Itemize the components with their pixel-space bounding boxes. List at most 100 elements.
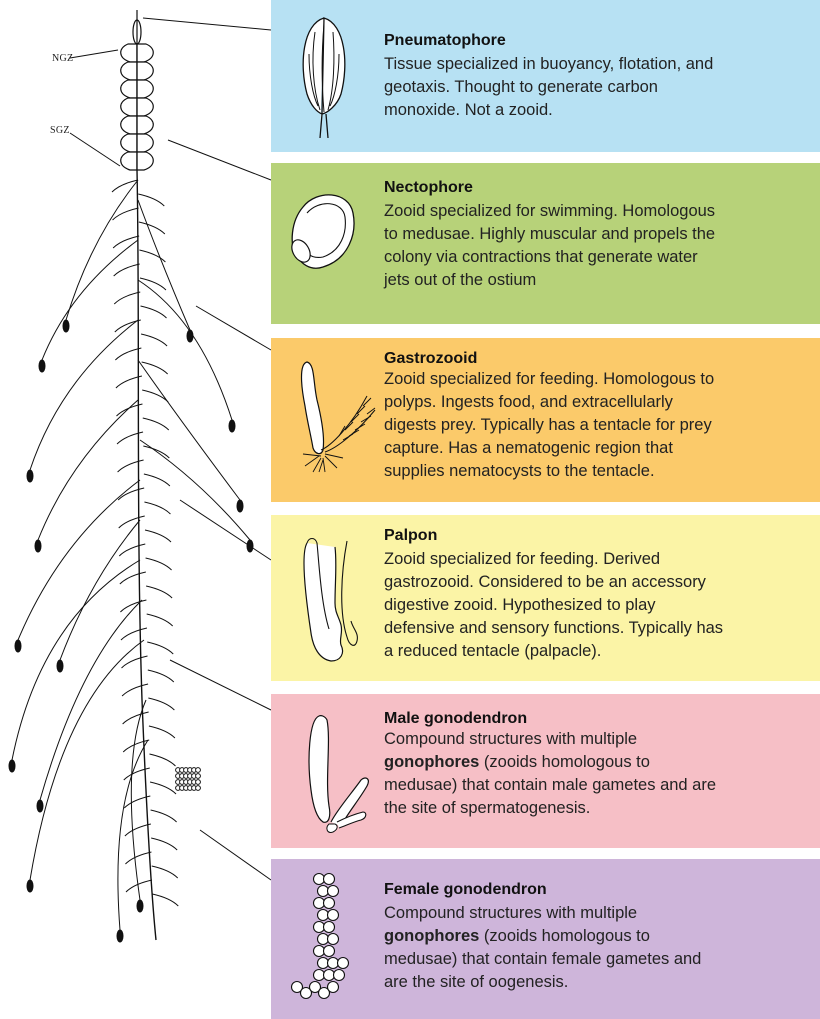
gonophores-term: gonophores xyxy=(384,753,479,771)
description-line: Zooid specialized for feeding. Derived xyxy=(384,548,820,571)
description-line: digests prey. Typically has a tentacle f… xyxy=(384,414,820,437)
colony-zooid xyxy=(148,698,174,710)
sgz-label: SGZ xyxy=(50,125,70,136)
colony-gonophore xyxy=(196,780,201,785)
description-line: polyps. Ingests food, and extracellularl… xyxy=(384,391,820,414)
colony-tentacle-tip xyxy=(15,640,21,652)
description-line: Compound structures with multiple xyxy=(384,728,820,751)
female-gonodendron-panel: Female gonodendron Compound structures w… xyxy=(271,859,820,1019)
gastrozooid-panel: Gastrozooid Zooid specialized for feedin… xyxy=(271,338,820,502)
leader-line xyxy=(70,50,118,58)
colony-nectophore xyxy=(121,152,137,170)
colony-nectophore xyxy=(121,62,137,80)
colony-zooid xyxy=(152,866,178,878)
colony-zooid xyxy=(151,810,177,822)
colony-gonophore xyxy=(196,774,201,779)
colony-branches xyxy=(9,180,253,942)
colony-branch xyxy=(138,200,190,330)
description-line: to medusae. Highly muscular and propels … xyxy=(384,223,820,246)
description-line: Zooid specialized for feeding. Homologou… xyxy=(384,368,820,391)
palpon-description: Zooid specialized for feeding. Derived g… xyxy=(384,548,820,663)
colony-nectophore xyxy=(137,98,153,116)
colony-tentacle-tip xyxy=(63,320,69,332)
gonophore-bud xyxy=(318,910,329,921)
colony-zooid xyxy=(118,460,144,472)
colony-zooid xyxy=(114,264,140,276)
colony-zooid xyxy=(147,614,173,626)
description-line: a reduced tentacle (palpacle). xyxy=(384,640,820,663)
colony-zooid xyxy=(120,600,146,612)
male-gonodendron-description: Compound structures with multiple gonoph… xyxy=(384,728,820,820)
colony-zooid xyxy=(125,824,151,836)
description-line: geotaxis. Thought to generate carbon xyxy=(384,76,820,99)
description-line: are the site of oogenesis. xyxy=(384,971,820,994)
colony-zooid xyxy=(148,670,174,682)
colony-zooid xyxy=(139,222,165,234)
male-gonodendron-title: Male gonodendron xyxy=(384,709,820,728)
colony-branch xyxy=(38,400,138,540)
gonophore-bud xyxy=(324,970,335,981)
colony-tentacle-tip xyxy=(37,800,43,812)
colony-tentacle-tip xyxy=(27,880,33,892)
gonophore-bud xyxy=(314,922,325,933)
colony-tentacle-tip xyxy=(39,360,45,372)
colony-nectophore xyxy=(137,116,153,134)
colony-nectophore xyxy=(121,134,137,152)
colony-zooid xyxy=(142,362,168,374)
gastrozooid-description: Zooid specialized for feeding. Homologou… xyxy=(384,368,820,483)
description-line: monoxide. Not a zooid. xyxy=(384,99,820,122)
palpon-panel: Palpon Zooid specialized for feeding. De… xyxy=(271,515,820,681)
leader-line xyxy=(168,140,271,180)
gastrozooid-title: Gastrozooid xyxy=(384,349,820,368)
colony-zooid xyxy=(146,558,172,570)
male-gonodendron-panel: Male gonodendron Compound structures wit… xyxy=(271,694,820,848)
colony-nectophore xyxy=(137,44,153,62)
palpon-icon xyxy=(295,533,375,667)
colony-zooid xyxy=(121,628,147,640)
colony-zooid xyxy=(151,838,177,850)
pneumatophore-panel: Pneumatophore Tissue specialized in buoy… xyxy=(271,0,820,152)
colony-zooid xyxy=(138,194,164,206)
colony-zooid xyxy=(123,712,149,724)
colony-zooid xyxy=(150,782,176,794)
gonophore-bud xyxy=(328,886,339,897)
leader-lines xyxy=(70,18,271,880)
colony-tentacle-tip xyxy=(57,660,63,672)
colony-nectophore xyxy=(137,62,153,80)
colony-gonophore xyxy=(196,786,201,791)
gastrozooid-icon xyxy=(291,356,383,476)
description-line: capture. Has a nematogenic region that xyxy=(384,437,820,460)
colony-zooid xyxy=(152,894,178,906)
leader-line xyxy=(143,18,271,30)
colony-nectophore xyxy=(121,98,137,116)
colony-nectophore xyxy=(121,80,137,98)
gonophore-bud xyxy=(324,922,335,933)
colony-nectophore xyxy=(137,152,153,170)
colony-zooid xyxy=(147,642,173,654)
leader-line xyxy=(200,830,271,880)
colony-zooid xyxy=(144,474,170,486)
colony-tentacle-tip xyxy=(137,900,143,912)
gonophore-bud xyxy=(328,910,339,921)
colony-zooid xyxy=(125,852,151,864)
leader-line xyxy=(70,133,120,166)
colony-gonophore xyxy=(196,768,201,773)
colony-zooid xyxy=(114,292,140,304)
nectophore-title: Nectophore xyxy=(384,178,820,197)
colony-tentacle-tip xyxy=(229,420,235,432)
colony-zooid xyxy=(149,754,175,766)
pneumatophore-description: Tissue specialized in buoyancy, flotatio… xyxy=(384,53,820,122)
colony-nectophore xyxy=(121,44,137,62)
colony-zooid xyxy=(145,530,171,542)
ngz-label: NGZ xyxy=(52,53,73,64)
colony-branch xyxy=(40,600,142,800)
colony-zooid xyxy=(122,656,148,668)
colony-tentacle-tip xyxy=(117,930,123,942)
description-line: medusae) that contain male gametes and a… xyxy=(384,774,820,797)
colony-branch xyxy=(138,280,232,420)
description-fragment: (zooids homologous to xyxy=(479,753,650,771)
nectophore-panel: Nectophore Zooid specialized for swimmin… xyxy=(271,163,820,324)
description-line: colony via contractions that generate wa… xyxy=(384,246,820,269)
colony-zooid xyxy=(141,306,167,318)
nectophore-icon xyxy=(283,185,363,275)
